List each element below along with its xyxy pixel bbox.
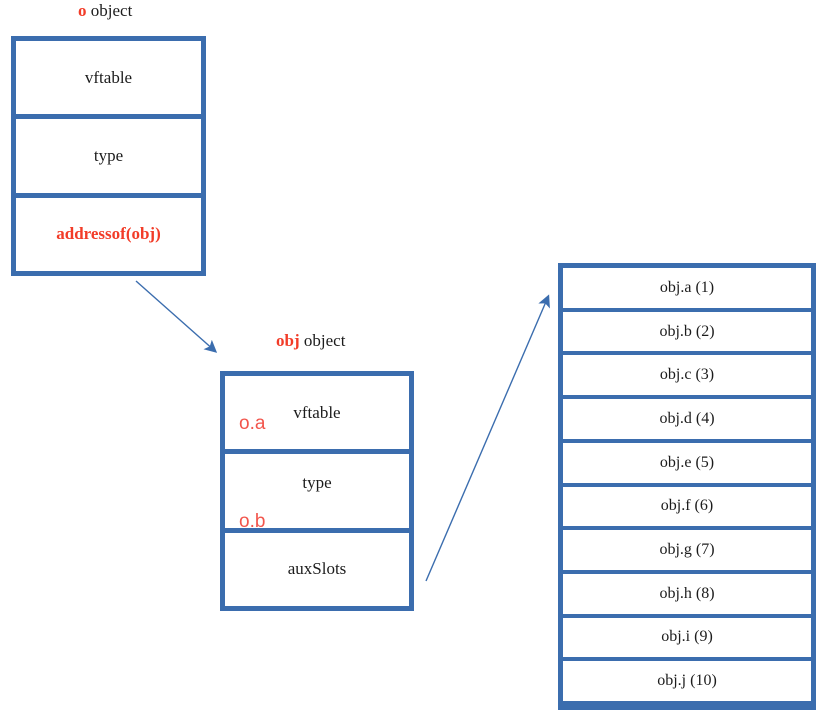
obj-object-caption: obj object xyxy=(276,331,345,351)
aux-slot-label: obj.b (2) xyxy=(659,322,715,340)
obj-object-cell-type-label: type xyxy=(302,472,332,492)
o-object-caption: o object xyxy=(78,1,132,21)
arrow-o-to-obj xyxy=(135,280,218,353)
aux-slot-row: obj.c (3) xyxy=(563,355,811,400)
aux-slot-label: obj.j (10) xyxy=(657,672,717,690)
obj-object-cell-vftable: o.a vftable xyxy=(225,376,409,455)
o-object-cell-vftable: vftable xyxy=(16,41,201,120)
o-object-cell-addressof: addressof(obj) xyxy=(16,197,201,271)
obj-object-cell-type: o.b type xyxy=(225,454,409,533)
aux-slot-label: obj.e (5) xyxy=(659,453,715,471)
aux-slot-row: obj.i (9) xyxy=(563,617,811,662)
o-object-box: vftable type addressof(obj) xyxy=(11,36,206,276)
o-object-caption-accent: o xyxy=(78,1,87,20)
aux-slot-label: obj.d (4) xyxy=(659,409,715,427)
aux-slot-row: obj.g (7) xyxy=(563,530,811,574)
obj-object-cell-auxslots: auxSlots xyxy=(225,532,409,606)
aux-slots-box: obj.a (1) obj.b (2) obj.c (3) obj.d (4) … xyxy=(558,263,816,710)
aux-slot-row: obj.e (5) xyxy=(563,442,811,487)
aux-slot-row: obj.a (1) xyxy=(563,268,811,312)
aux-slot-row: obj.h (8) xyxy=(563,573,811,618)
obj-object-cell-auxslots-label: auxSlots xyxy=(287,559,347,579)
obj-object-tag-o-a: o.a xyxy=(239,413,266,434)
aux-slot-label: obj.h (8) xyxy=(659,584,715,602)
aux-slot-label: obj.a (1) xyxy=(659,278,715,296)
aux-slot-row: obj.b (2) xyxy=(563,311,811,356)
aux-slot-label: obj.g (7) xyxy=(659,541,715,559)
aux-slot-label: obj.f (6) xyxy=(660,497,714,515)
obj-object-caption-accent: obj xyxy=(276,331,300,350)
aux-slot-label: obj.c (3) xyxy=(659,366,715,384)
o-object-cell-addressof-label: addressof(obj) xyxy=(56,224,161,244)
obj-object-tag-o-b: o.b xyxy=(239,511,266,533)
aux-slot-row: obj.j (10) xyxy=(563,661,811,706)
aux-slot-row: obj.d (4) xyxy=(563,399,811,443)
obj-object-cell-vftable-label: vftable xyxy=(293,402,341,422)
o-object-cell-vftable-label: vftable xyxy=(84,67,133,87)
aux-slot-row: obj.f (6) xyxy=(563,486,811,531)
o-object-caption-rest: object xyxy=(86,1,133,20)
o-object-cell-type: type xyxy=(16,119,201,198)
obj-object-caption-rest: object xyxy=(299,331,346,350)
arrow-auxslots-to-slots xyxy=(425,294,550,582)
aux-slot-label: obj.i (9) xyxy=(661,628,713,646)
obj-object-box: o.a vftable o.b type auxSlots xyxy=(220,371,414,611)
o-object-cell-type-label: type xyxy=(93,145,124,165)
